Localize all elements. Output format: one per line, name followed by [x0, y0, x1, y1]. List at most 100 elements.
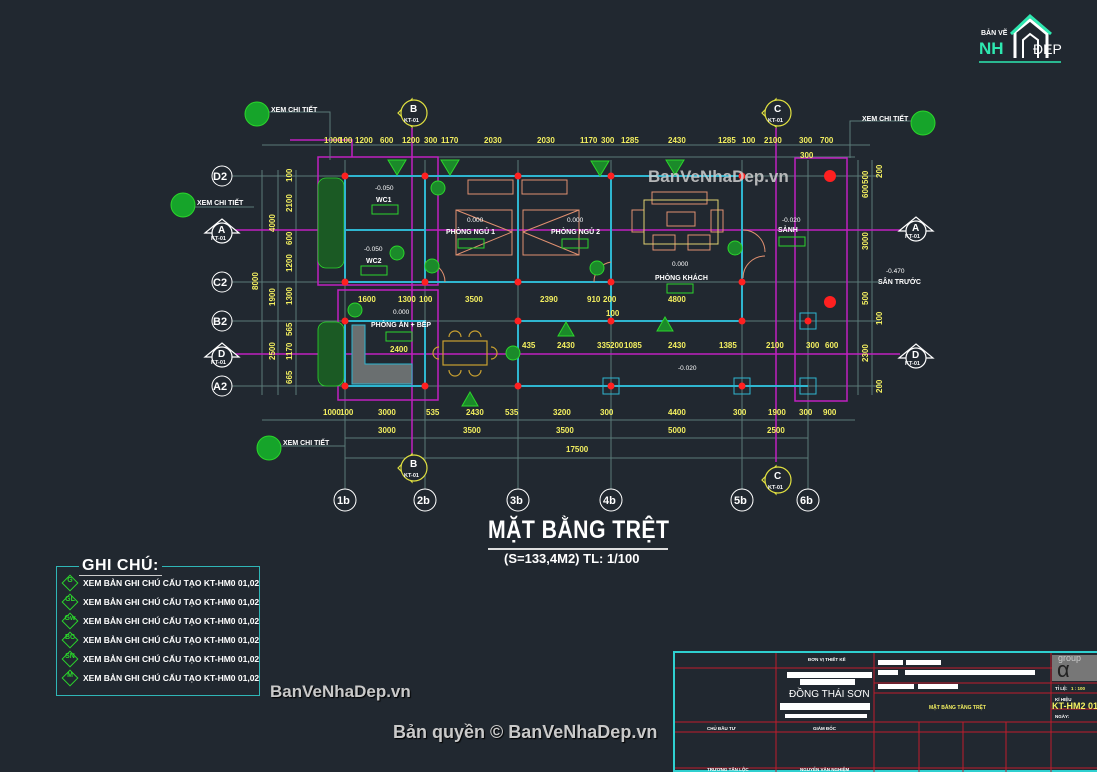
- svg-text:500: 500: [861, 291, 870, 305]
- svg-text:300: 300: [424, 136, 438, 145]
- svg-text:500: 500: [861, 170, 870, 184]
- design-unit-label: ĐƠN VỊ THIẾT KẾ: [808, 657, 846, 662]
- svg-text:B: B: [410, 459, 417, 470]
- svg-text:100: 100: [742, 136, 756, 145]
- svg-text:4b: 4b: [603, 495, 616, 507]
- svg-text:C: C: [774, 104, 781, 115]
- walls: [344, 175, 808, 387]
- svg-text:2430: 2430: [466, 408, 484, 417]
- diamond-tag-icon: SN: [61, 650, 79, 668]
- svg-text:1000: 1000: [324, 136, 342, 145]
- svg-text:B: B: [410, 104, 417, 115]
- svg-text:WC2: WC2: [366, 258, 382, 265]
- detail-callout-bubbles[interactable]: [170, 101, 936, 461]
- svg-text:0.000: 0.000: [393, 309, 410, 316]
- side-dimensions: 8000 4000 1900 2500 100 2100 600 1200 13…: [251, 164, 884, 393]
- svg-text:2390: 2390: [540, 295, 558, 304]
- svg-text:XEM CHI TIẾT: XEM CHI TIẾT: [862, 113, 909, 123]
- svg-text:335: 335: [597, 341, 611, 350]
- svg-text:1200: 1200: [402, 136, 420, 145]
- svg-text:17500: 17500: [566, 445, 589, 454]
- svg-text:2100: 2100: [285, 194, 294, 212]
- svg-text:PHÒNG NGỦ 2: PHÒNG NGỦ 2: [551, 227, 600, 236]
- drawing-subtitle: (S=133,4M2) TL: 1/100: [504, 551, 640, 566]
- svg-text:-0.050: -0.050: [375, 185, 394, 192]
- legend-panel: GHI CHÚ: G XEM BẢN GHI CHÚ CẤU TẠO KT-HM…: [56, 557, 260, 696]
- svg-text:665: 665: [285, 370, 294, 384]
- svg-text:100: 100: [606, 309, 620, 318]
- detail-callout-texts: XEM CHI TIẾT XEM CHI TIẾT XEM CHI TIẾT X…: [197, 104, 909, 447]
- svg-text:KT-01: KT-01: [905, 234, 920, 240]
- svg-text:2030: 2030: [537, 136, 555, 145]
- legend-item: BC XEM BẢN GHI CHÚ CẤU TẠO KT-HM0 01,02: [61, 631, 259, 649]
- room-labels: WC1 WC2 PHÒNG NGỦ 1 PHÒNG NGỦ 2 PHÒNG KH…: [366, 197, 921, 329]
- sheet-title: MẶT BẰNG TẦNG TRỆT: [929, 705, 986, 711]
- svg-text:300: 300: [806, 341, 820, 350]
- section-marker-labels: A KT-01 A KT-01 D KT-01 D KT-01 B KT-01 …: [211, 104, 920, 491]
- svg-text:1600: 1600: [358, 295, 376, 304]
- grid-axis-labels-bottom: 1b 2b 3b 4b 5b 6b: [337, 495, 813, 507]
- svg-text:600: 600: [380, 136, 394, 145]
- svg-text:2430: 2430: [668, 136, 686, 145]
- legend-item: SN XEM BẢN GHI CHÚ CẤU TẠO KT-HM0 01,02: [61, 650, 259, 668]
- legend-item: G XEM BẢN GHI CHÚ CẤU TẠO KT-HM0 01,02: [61, 574, 259, 592]
- svg-text:3500: 3500: [556, 426, 574, 435]
- svg-text:600: 600: [861, 184, 870, 198]
- svg-text:1300: 1300: [398, 295, 416, 304]
- top-dimensions: 1000 100 1200 600 1200 300 1170 2030 203…: [324, 136, 834, 160]
- legend-title: GHI CHÚ:: [79, 557, 162, 576]
- column-boxes: [602, 312, 817, 395]
- svg-text:3500: 3500: [463, 426, 481, 435]
- svg-text:-0.050: -0.050: [364, 246, 383, 253]
- alpha-logo-icon: α: [1057, 657, 1070, 682]
- svg-text:2b: 2b: [417, 495, 430, 507]
- svg-text:-0.470: -0.470: [886, 268, 905, 275]
- svg-text:300: 300: [799, 136, 813, 145]
- svg-text:4800: 4800: [668, 295, 686, 304]
- section-markers[interactable]: [203, 97, 935, 496]
- svg-text:5000: 5000: [668, 426, 686, 435]
- svg-text:XEM CHI TIẾT: XEM CHI TIẾT: [283, 437, 330, 447]
- svg-text:C: C: [774, 471, 781, 482]
- sheet-number: KT-HM2 01/18: [1052, 701, 1097, 711]
- title-underline: [488, 548, 668, 550]
- grid-axis-bubbles-left[interactable]: [211, 165, 233, 397]
- svg-text:3500: 3500: [465, 295, 483, 304]
- svg-text:PHÒNG ĂN + BẾP: PHÒNG ĂN + BẾP: [371, 319, 431, 329]
- svg-text:0.000: 0.000: [467, 217, 484, 224]
- svg-text:700: 700: [820, 136, 834, 145]
- svg-text:8000: 8000: [251, 272, 260, 290]
- svg-text:KT-01: KT-01: [404, 118, 419, 124]
- owner-name: TRƯƠNG TẤN LỘC: [707, 767, 749, 772]
- room-levels: -0.050 -0.050 0.000 0.000 0.000 -0.020 0…: [364, 185, 905, 372]
- svg-text:435: 435: [522, 341, 536, 350]
- svg-text:1170: 1170: [441, 136, 459, 145]
- svg-text:D: D: [218, 349, 225, 360]
- svg-text:2300: 2300: [861, 344, 870, 362]
- svg-text:2430: 2430: [557, 341, 575, 350]
- svg-text:C2: C2: [213, 277, 227, 289]
- drawing-title: MẶT BẰNG TRỆT: [488, 516, 670, 544]
- material-tags: [347, 159, 743, 407]
- svg-text:1000: 1000: [323, 408, 341, 417]
- svg-text:300: 300: [600, 408, 614, 417]
- svg-text:1285: 1285: [718, 136, 736, 145]
- diamond-tag-icon: GL: [61, 593, 79, 611]
- furniture: [424, 179, 766, 283]
- svg-text:2400: 2400: [390, 345, 408, 354]
- svg-text:KT-01: KT-01: [211, 236, 226, 242]
- svg-text:B2: B2: [213, 316, 227, 328]
- svg-text:2030: 2030: [484, 136, 502, 145]
- group-logo-text: group: [1058, 653, 1082, 663]
- svg-text:0.000: 0.000: [672, 261, 689, 268]
- svg-text:200: 200: [875, 164, 884, 178]
- kitchen-counter: [351, 324, 413, 385]
- scale-value: 1 : 100: [1071, 686, 1086, 691]
- legend-item: GL XEM BẢN GHI CHÚ CẤU TẠO KT-HM0 01,02: [61, 593, 259, 611]
- svg-text:2430: 2430: [668, 341, 686, 350]
- svg-text:5b: 5b: [734, 495, 747, 507]
- grid-axis-bubbles-bottom[interactable]: [333, 488, 820, 512]
- diamond-tag-icon: M: [61, 669, 79, 687]
- diamond-tag-icon: BC: [61, 631, 79, 649]
- svg-text:910: 910: [587, 295, 601, 304]
